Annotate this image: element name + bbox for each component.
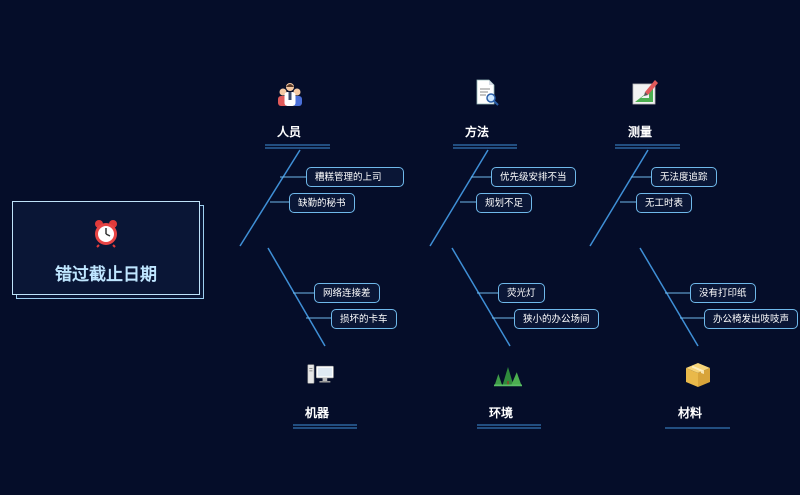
category-measurement: 测量 [627, 125, 652, 139]
cause-box[interactable]: 优先级安排不当 [491, 167, 576, 187]
cause-box[interactable]: 无法度追踪 [651, 167, 717, 187]
cause-box[interactable]: 荧光灯 [498, 283, 545, 303]
bone-measure [589, 149, 649, 247]
box-icon [686, 363, 710, 387]
bone-machine [267, 247, 326, 347]
people-icon [278, 83, 302, 106]
cause-box[interactable]: 缺勤的秘书 [289, 193, 355, 213]
category-people: 人员 [276, 125, 301, 139]
cause-box[interactable]: 办公椅发出吱吱声 [704, 309, 799, 329]
cause-box[interactable]: 损坏的卡车 [331, 309, 397, 329]
bone-material [639, 247, 699, 347]
cause-box[interactable]: 没有打印纸 [690, 283, 756, 303]
bone-environment [451, 247, 511, 347]
cause-box[interactable]: 网络连接差 [314, 283, 380, 303]
cause-box[interactable]: 无工时表 [636, 193, 693, 213]
category-machine: 机器 [304, 406, 329, 420]
bone-people [239, 149, 301, 247]
measurement-icon [632, 80, 658, 105]
category-method: 方法 [464, 125, 489, 139]
head-title: 错过截止日期 [55, 265, 157, 285]
cause-box[interactable]: 糟糕管理的上司 [306, 167, 404, 187]
category-environment: 环境 [488, 406, 513, 420]
cause-box[interactable]: 狭小的办公场间 [514, 309, 599, 329]
document-search-icon [476, 79, 499, 106]
computer-icon [307, 364, 334, 384]
alarm-clock-icon [95, 220, 117, 248]
head-box[interactable]: 错过截止日期 [12, 201, 200, 295]
trees-icon [494, 367, 522, 387]
category-material: 材料 [677, 406, 702, 420]
bone-method [429, 149, 489, 247]
cause-box[interactable]: 规划不足 [476, 193, 533, 213]
